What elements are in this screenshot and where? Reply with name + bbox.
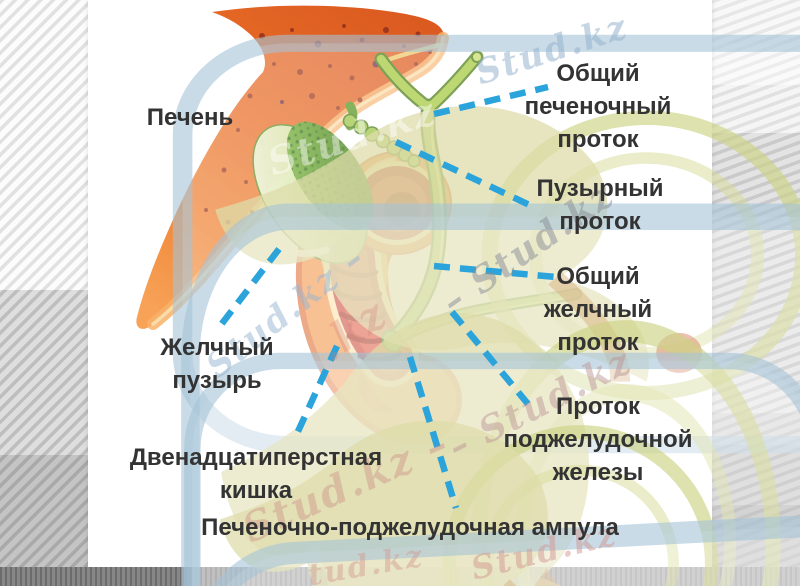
leader-line-common-hepatic-duct: [433, 83, 549, 118]
watermark-logo-icon: [183, 43, 800, 586]
leader-line-common-bile-duct: [433, 262, 557, 281]
leader-line-duodenum: [292, 344, 340, 440]
leader-line-pancreatic-duct: [449, 309, 531, 407]
leader-line-gallbladder: [214, 247, 282, 332]
leader-lines: [214, 83, 557, 509]
leader-line-ampulla: [406, 356, 460, 509]
